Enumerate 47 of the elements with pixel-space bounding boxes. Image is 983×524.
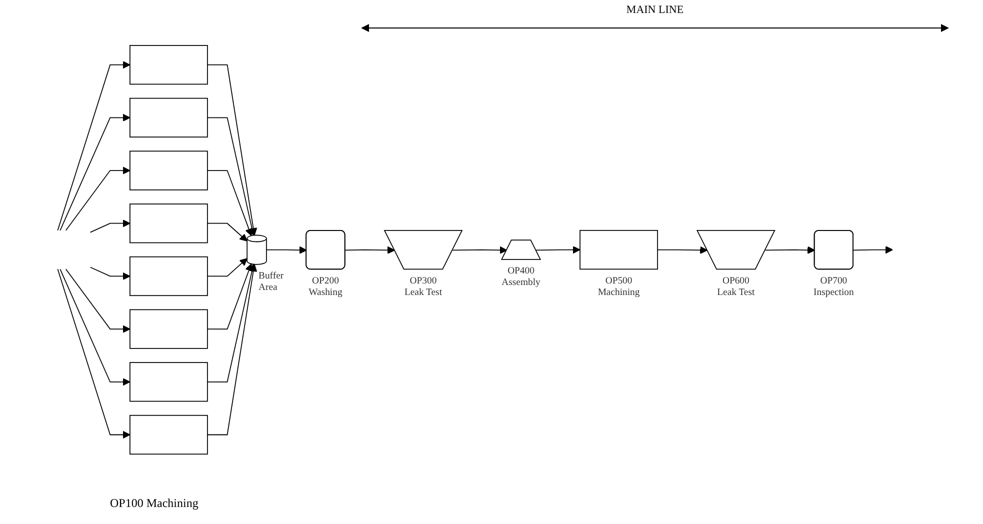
station-shape (814, 230, 854, 270)
station-shape (500, 240, 542, 260)
station-shape (306, 230, 346, 270)
station-label: OP600 Leak Test (717, 275, 755, 298)
station-shape (130, 98, 208, 138)
arrow (207, 264, 253, 330)
station-shape (130, 45, 208, 85)
station-shape (130, 362, 208, 402)
station-label: OP400 Assembly (502, 266, 540, 288)
arrow (65, 166, 130, 231)
arrow (65, 268, 130, 333)
buffer-cylinder (246, 234, 267, 265)
arrow (207, 258, 248, 277)
station-shape (580, 230, 658, 270)
arrow (853, 246, 894, 254)
arrow (60, 114, 130, 231)
arrow (207, 117, 256, 236)
arrow (90, 266, 130, 280)
arrow (344, 246, 395, 254)
arrow (57, 60, 130, 231)
arrow (207, 264, 256, 382)
group-label: OP100 Machining (110, 496, 198, 511)
station-shape (130, 204, 208, 244)
arrow (207, 264, 258, 436)
section-label: MAIN LINE (625, 4, 685, 16)
station-shape (130, 309, 208, 349)
station-shape (130, 256, 208, 296)
station-label: OP700 Inspection (814, 275, 854, 298)
arrow (657, 246, 708, 254)
station-shape (130, 414, 208, 455)
station-shape (130, 150, 208, 190)
arrow (207, 64, 258, 236)
arrow (452, 246, 508, 254)
station-shape (696, 230, 776, 270)
arrow (207, 222, 248, 242)
station-label: OP300 Leak Test (404, 275, 442, 298)
arrow (60, 268, 130, 386)
station-shape (384, 230, 463, 270)
arrow (764, 246, 816, 254)
arrow (207, 170, 253, 236)
arrow (90, 220, 130, 233)
arrow (266, 246, 307, 254)
arrow (536, 246, 580, 254)
station-label: Buffer Area (258, 270, 284, 294)
station-label: OP200 Washing (308, 275, 342, 298)
station-label: OP500 Machining (598, 275, 640, 298)
arrow (57, 268, 130, 439)
